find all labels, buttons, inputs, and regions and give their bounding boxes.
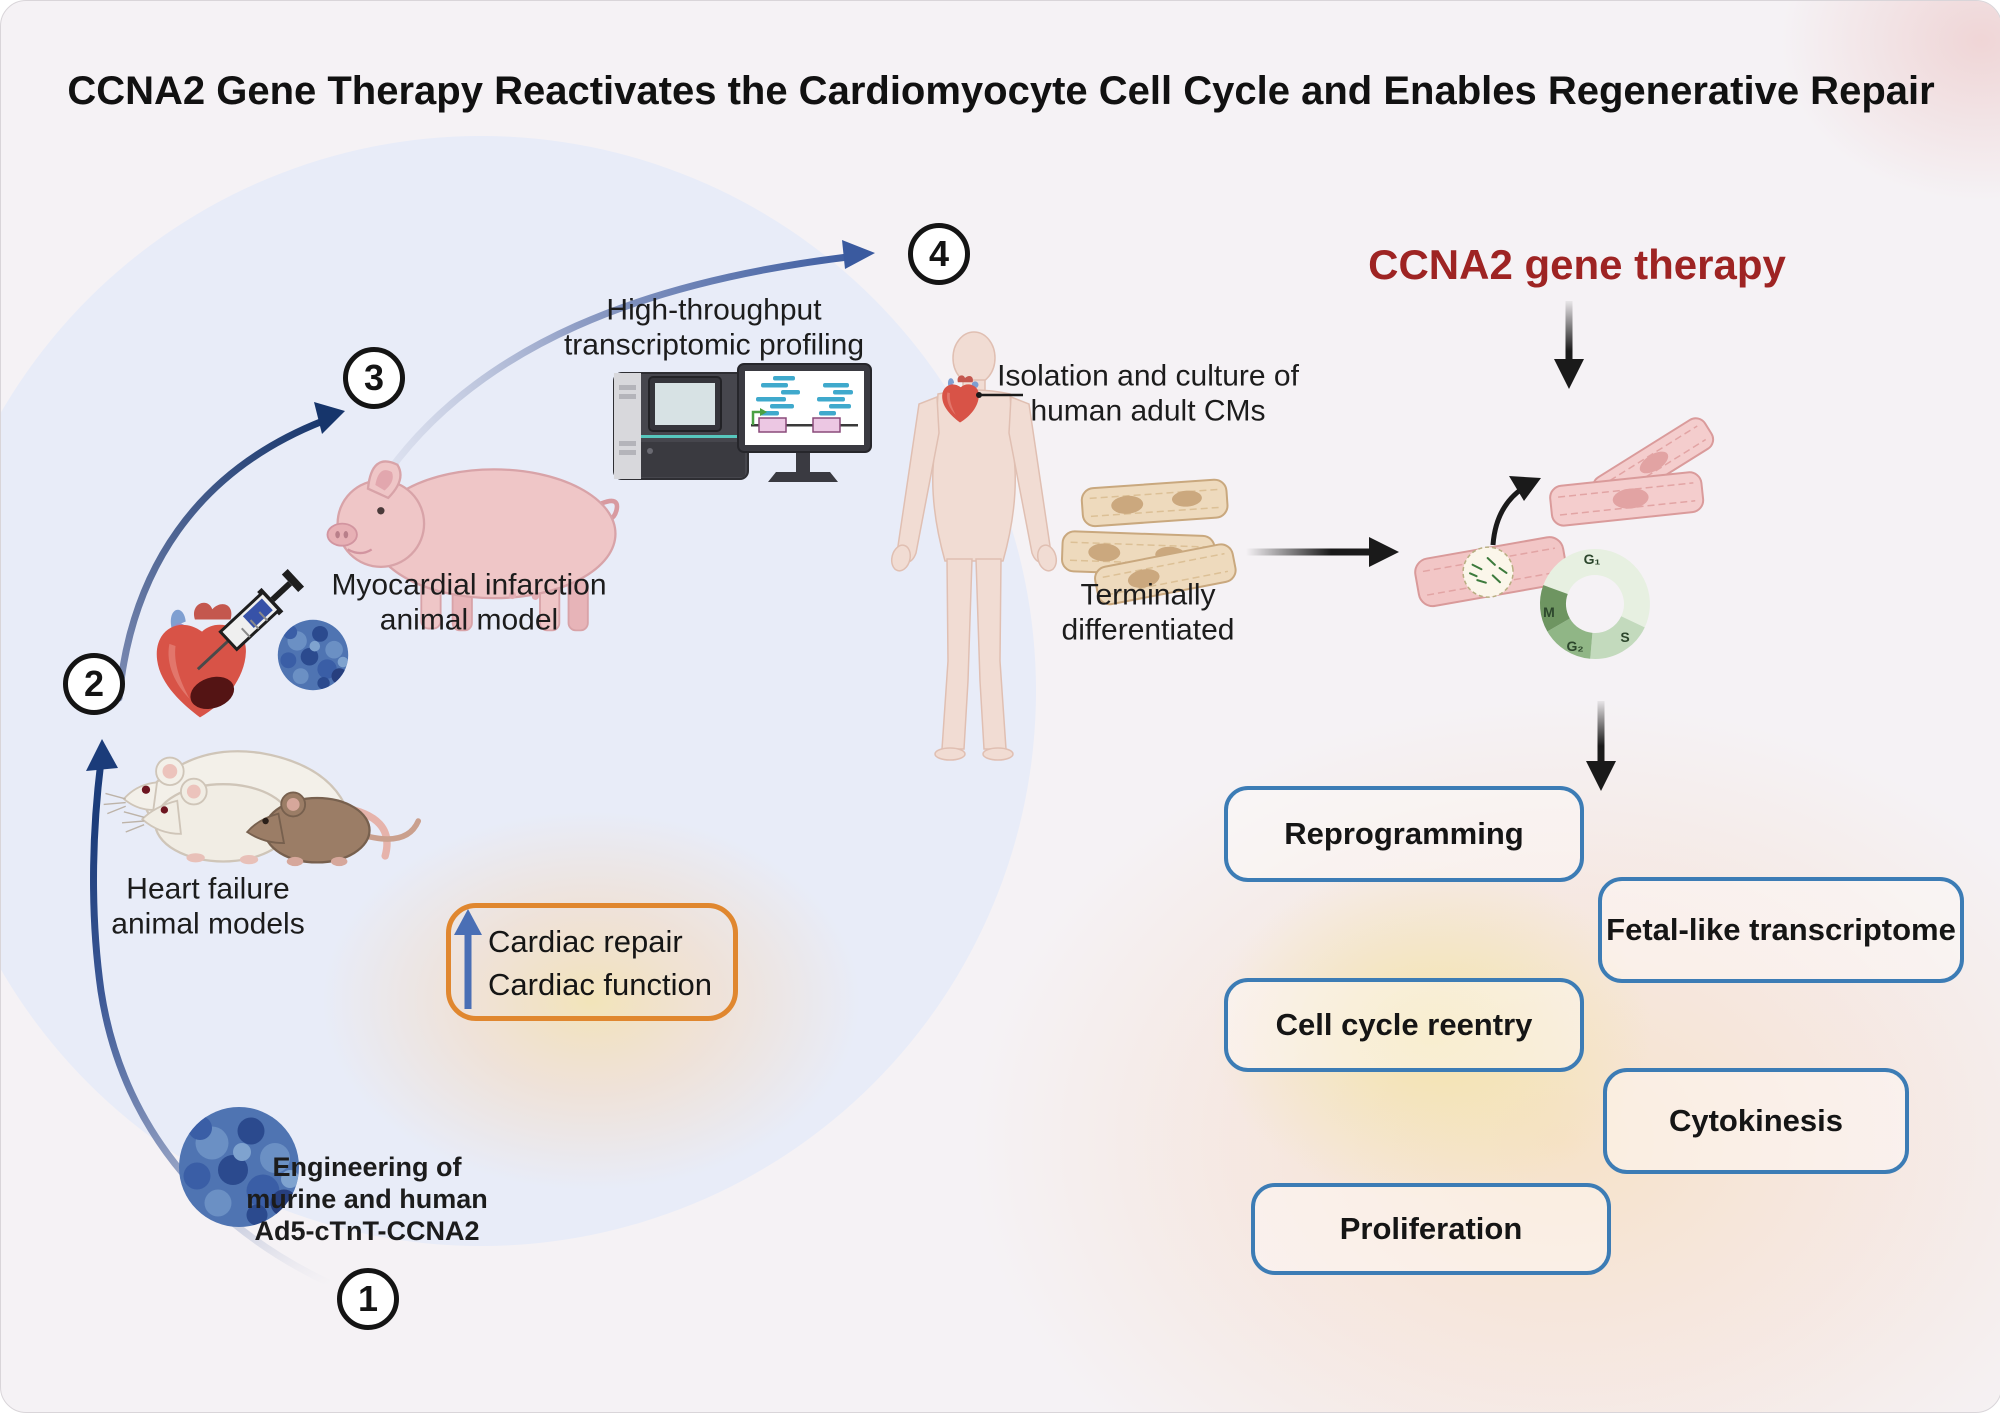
arrow-therapy-down bbox=[1554, 301, 1584, 389]
arrow-to-treated-cell bbox=[1246, 537, 1399, 567]
cycle-arc-3 bbox=[385, 240, 875, 475]
human-body-icon bbox=[890, 331, 1058, 761]
outcome-box-proliferation: Proliferation bbox=[1251, 1183, 1611, 1275]
step-circle-2: 2 bbox=[63, 653, 125, 715]
sequencer-icon bbox=[613, 372, 749, 480]
isolation-pointer-line bbox=[976, 392, 1023, 398]
terminally-differentiated-label: Terminally differentiated bbox=[1061, 578, 1235, 647]
step2-label: Heart failure animal models bbox=[111, 872, 305, 941]
outcome-box-reprogramming: Reprogramming bbox=[1224, 786, 1584, 882]
cardiomyocytes-icon bbox=[1061, 478, 1237, 606]
phase-label-m: M bbox=[1543, 604, 1555, 620]
step-circle-1: 1 bbox=[337, 1268, 399, 1330]
cardiac-repair-line: Cardiac repair bbox=[488, 924, 683, 959]
step3-label: Myocardial infarction animal model bbox=[331, 568, 607, 637]
isolation-label: Isolation and culture of human adult CMs bbox=[997, 359, 1299, 428]
corner-glow bbox=[1781, 1, 2000, 201]
phase-label-g1: G₁ bbox=[1583, 551, 1601, 567]
syringe-icon bbox=[196, 569, 305, 671]
outcome-box-cell-cycle-reentry: Cell cycle reentry bbox=[1224, 978, 1584, 1072]
phase-label-g2: G₂ bbox=[1566, 638, 1584, 654]
step1-label: Engineering of murine and human Ad5-cTnT… bbox=[246, 1152, 488, 1246]
monitor-icon bbox=[737, 363, 872, 482]
cardiac-repair-box bbox=[446, 903, 738, 1021]
outcome-box-fetal-like-transcriptome: Fetal-like transcriptome bbox=[1598, 877, 1964, 983]
outcome-box-cytokinesis: Cytokinesis bbox=[1603, 1068, 1909, 1174]
step4-label: High-throughput transcriptomic profiling bbox=[563, 293, 865, 362]
rodents-icon bbox=[103, 750, 422, 867]
pig-icon bbox=[326, 460, 620, 632]
yellow-glow bbox=[1211, 861, 1651, 1201]
therapy-title: CCNA2 gene therapy bbox=[1368, 241, 1786, 289]
arrow-outcomes-down bbox=[1586, 701, 1616, 791]
cardiac-repair-text: Cardiac repair Cardiac function bbox=[488, 920, 712, 1006]
center-glow bbox=[321, 811, 861, 1191]
cardiac-function-line: Cardiac function bbox=[488, 967, 713, 1002]
heart-icon bbox=[156, 602, 246, 718]
cycle-arc-2 bbox=[115, 402, 345, 702]
step-circle-4: 4 bbox=[908, 223, 970, 285]
step-circle-3: 3 bbox=[343, 347, 405, 409]
phase-label-s: S bbox=[1620, 629, 1630, 645]
daughter-cells-icon bbox=[1549, 417, 1715, 527]
mitosis-arrow bbox=[1490, 476, 1541, 546]
cell-cycle-ring-icon bbox=[1539, 549, 1650, 659]
page-title: CCNA2 Gene Therapy Reactivates the Cardi… bbox=[67, 69, 1935, 113]
dividing-cardiomyocyte-icon bbox=[1414, 536, 1568, 608]
